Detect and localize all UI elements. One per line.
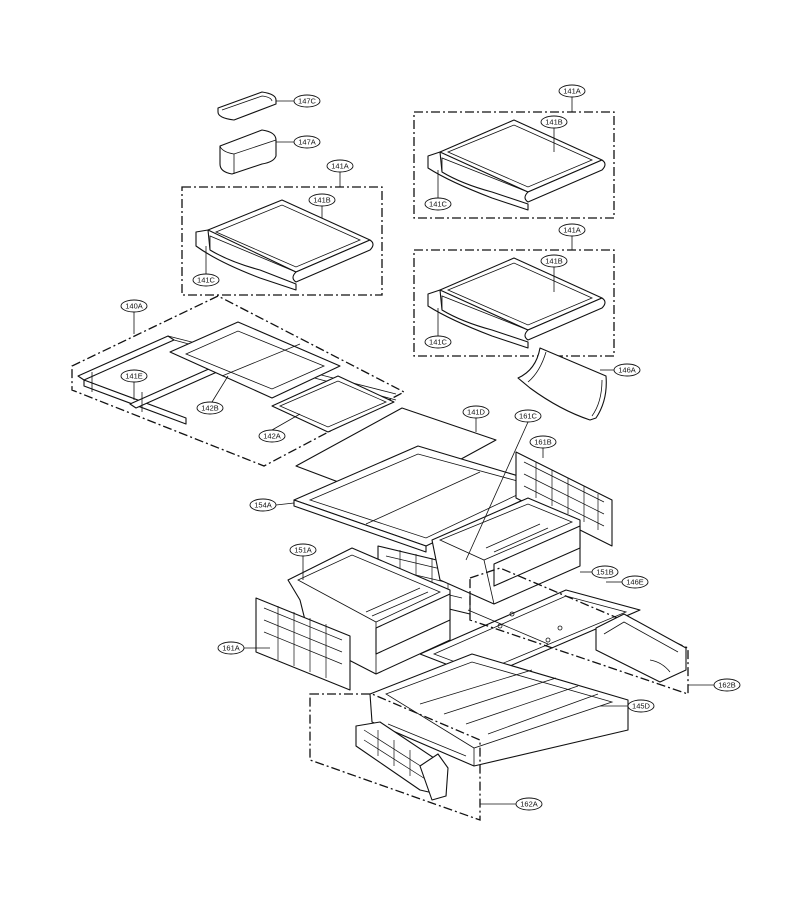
svg-text:141C: 141C xyxy=(429,200,448,209)
svg-text:140A: 140A xyxy=(125,302,143,311)
svg-text:141C: 141C xyxy=(197,276,216,285)
svg-text:147A: 147A xyxy=(298,138,316,147)
part-162a-front[interactable] xyxy=(355,721,449,801)
part-147a-bin[interactable] xyxy=(219,129,277,175)
callout-162a: 162A xyxy=(515,797,543,811)
svg-text:147C: 147C xyxy=(298,97,317,106)
shelf-assembly-141a-top-right xyxy=(413,111,615,219)
shelf-glass-mid-right[interactable] xyxy=(427,257,606,349)
svg-text:141A: 141A xyxy=(563,226,581,235)
callout-141a-top-right: 141A xyxy=(558,84,586,98)
svg-text:141B: 141B xyxy=(313,196,331,205)
callout-146a: 146A xyxy=(613,363,641,377)
leader-lines xyxy=(133,97,714,805)
svg-text:146A: 146A xyxy=(618,366,636,375)
callout-141d: 141D xyxy=(462,405,490,419)
callout-161a: 161A xyxy=(217,641,245,655)
svg-text:141C: 141C xyxy=(429,338,448,347)
part-161b-partition[interactable] xyxy=(515,451,613,547)
shelf-glass-top-right[interactable] xyxy=(427,119,606,211)
part-141e-rails[interactable] xyxy=(77,335,397,425)
callout-151b: 151B xyxy=(591,565,619,579)
svg-text:161A: 161A xyxy=(222,644,240,653)
svg-text:145D: 145D xyxy=(632,702,651,711)
shelf-assembly-140a xyxy=(71,295,406,467)
svg-text:154A: 154A xyxy=(254,501,272,510)
shelf-assembly-141a-left xyxy=(181,186,383,296)
part-162b-rail[interactable] xyxy=(595,613,687,683)
callout-141c-mid-right: 141C xyxy=(424,335,452,349)
callout-146e: 146E xyxy=(621,575,649,589)
callout-162b: 162B xyxy=(713,678,741,692)
front-assembly-162a xyxy=(309,693,481,821)
rail-assembly-162b xyxy=(469,567,689,695)
svg-text:142B: 142B xyxy=(201,404,219,413)
callout-147a: 147A xyxy=(293,135,321,149)
svg-text:141A: 141A xyxy=(331,162,349,171)
svg-text:162B: 162B xyxy=(718,681,736,690)
callout-161b: 161B xyxy=(529,435,557,449)
callout-141c-left: 141C xyxy=(192,273,220,287)
callout-140a: 140A xyxy=(120,299,148,313)
svg-text:141E: 141E xyxy=(125,372,143,381)
callout-141c-top-right: 141C xyxy=(424,197,452,211)
callout-142a: 142A xyxy=(258,429,286,443)
svg-text:141B: 141B xyxy=(545,257,563,266)
callout-161c: 161C xyxy=(514,409,542,423)
svg-text:142A: 142A xyxy=(263,432,281,441)
callout-141a-left: 141A xyxy=(326,159,354,173)
svg-text:161B: 161B xyxy=(534,438,552,447)
svg-text:161C: 161C xyxy=(519,412,538,421)
part-145d-drawer-pan[interactable] xyxy=(369,653,629,767)
svg-text:151A: 151A xyxy=(294,546,312,555)
svg-text:151B: 151B xyxy=(596,568,614,577)
svg-text:141D: 141D xyxy=(467,408,486,417)
callout-145d: 145D xyxy=(627,699,655,713)
callout-141a-mid-right: 141A xyxy=(558,223,586,237)
callout-142b: 142B xyxy=(196,401,224,415)
shelf-glass-left[interactable] xyxy=(195,199,374,291)
svg-text:162A: 162A xyxy=(520,800,538,809)
callout-154a: 154A xyxy=(249,498,277,512)
part-147c-bin-cover[interactable] xyxy=(217,91,277,121)
callout-141b-top-right: 141B xyxy=(540,115,568,129)
shelf-assembly-141a-mid-right xyxy=(413,249,615,357)
svg-text:141B: 141B xyxy=(545,118,563,127)
callout-141e: 141E xyxy=(120,369,148,383)
callout-141b-left: 141B xyxy=(308,193,336,207)
callout-141b-mid-right: 141B xyxy=(540,254,568,268)
svg-text:146E: 146E xyxy=(626,578,644,587)
part-142b-frame[interactable] xyxy=(169,321,341,399)
part-142a-glass[interactable] xyxy=(271,375,395,433)
svg-text:141A: 141A xyxy=(563,87,581,96)
callout-151a: 151A xyxy=(289,543,317,557)
part-161a-partition[interactable] xyxy=(255,597,351,691)
part-146a-cover[interactable] xyxy=(517,347,607,421)
callout-147c: 147C xyxy=(293,94,321,108)
part-151b-crisper-drawer[interactable] xyxy=(431,497,581,605)
